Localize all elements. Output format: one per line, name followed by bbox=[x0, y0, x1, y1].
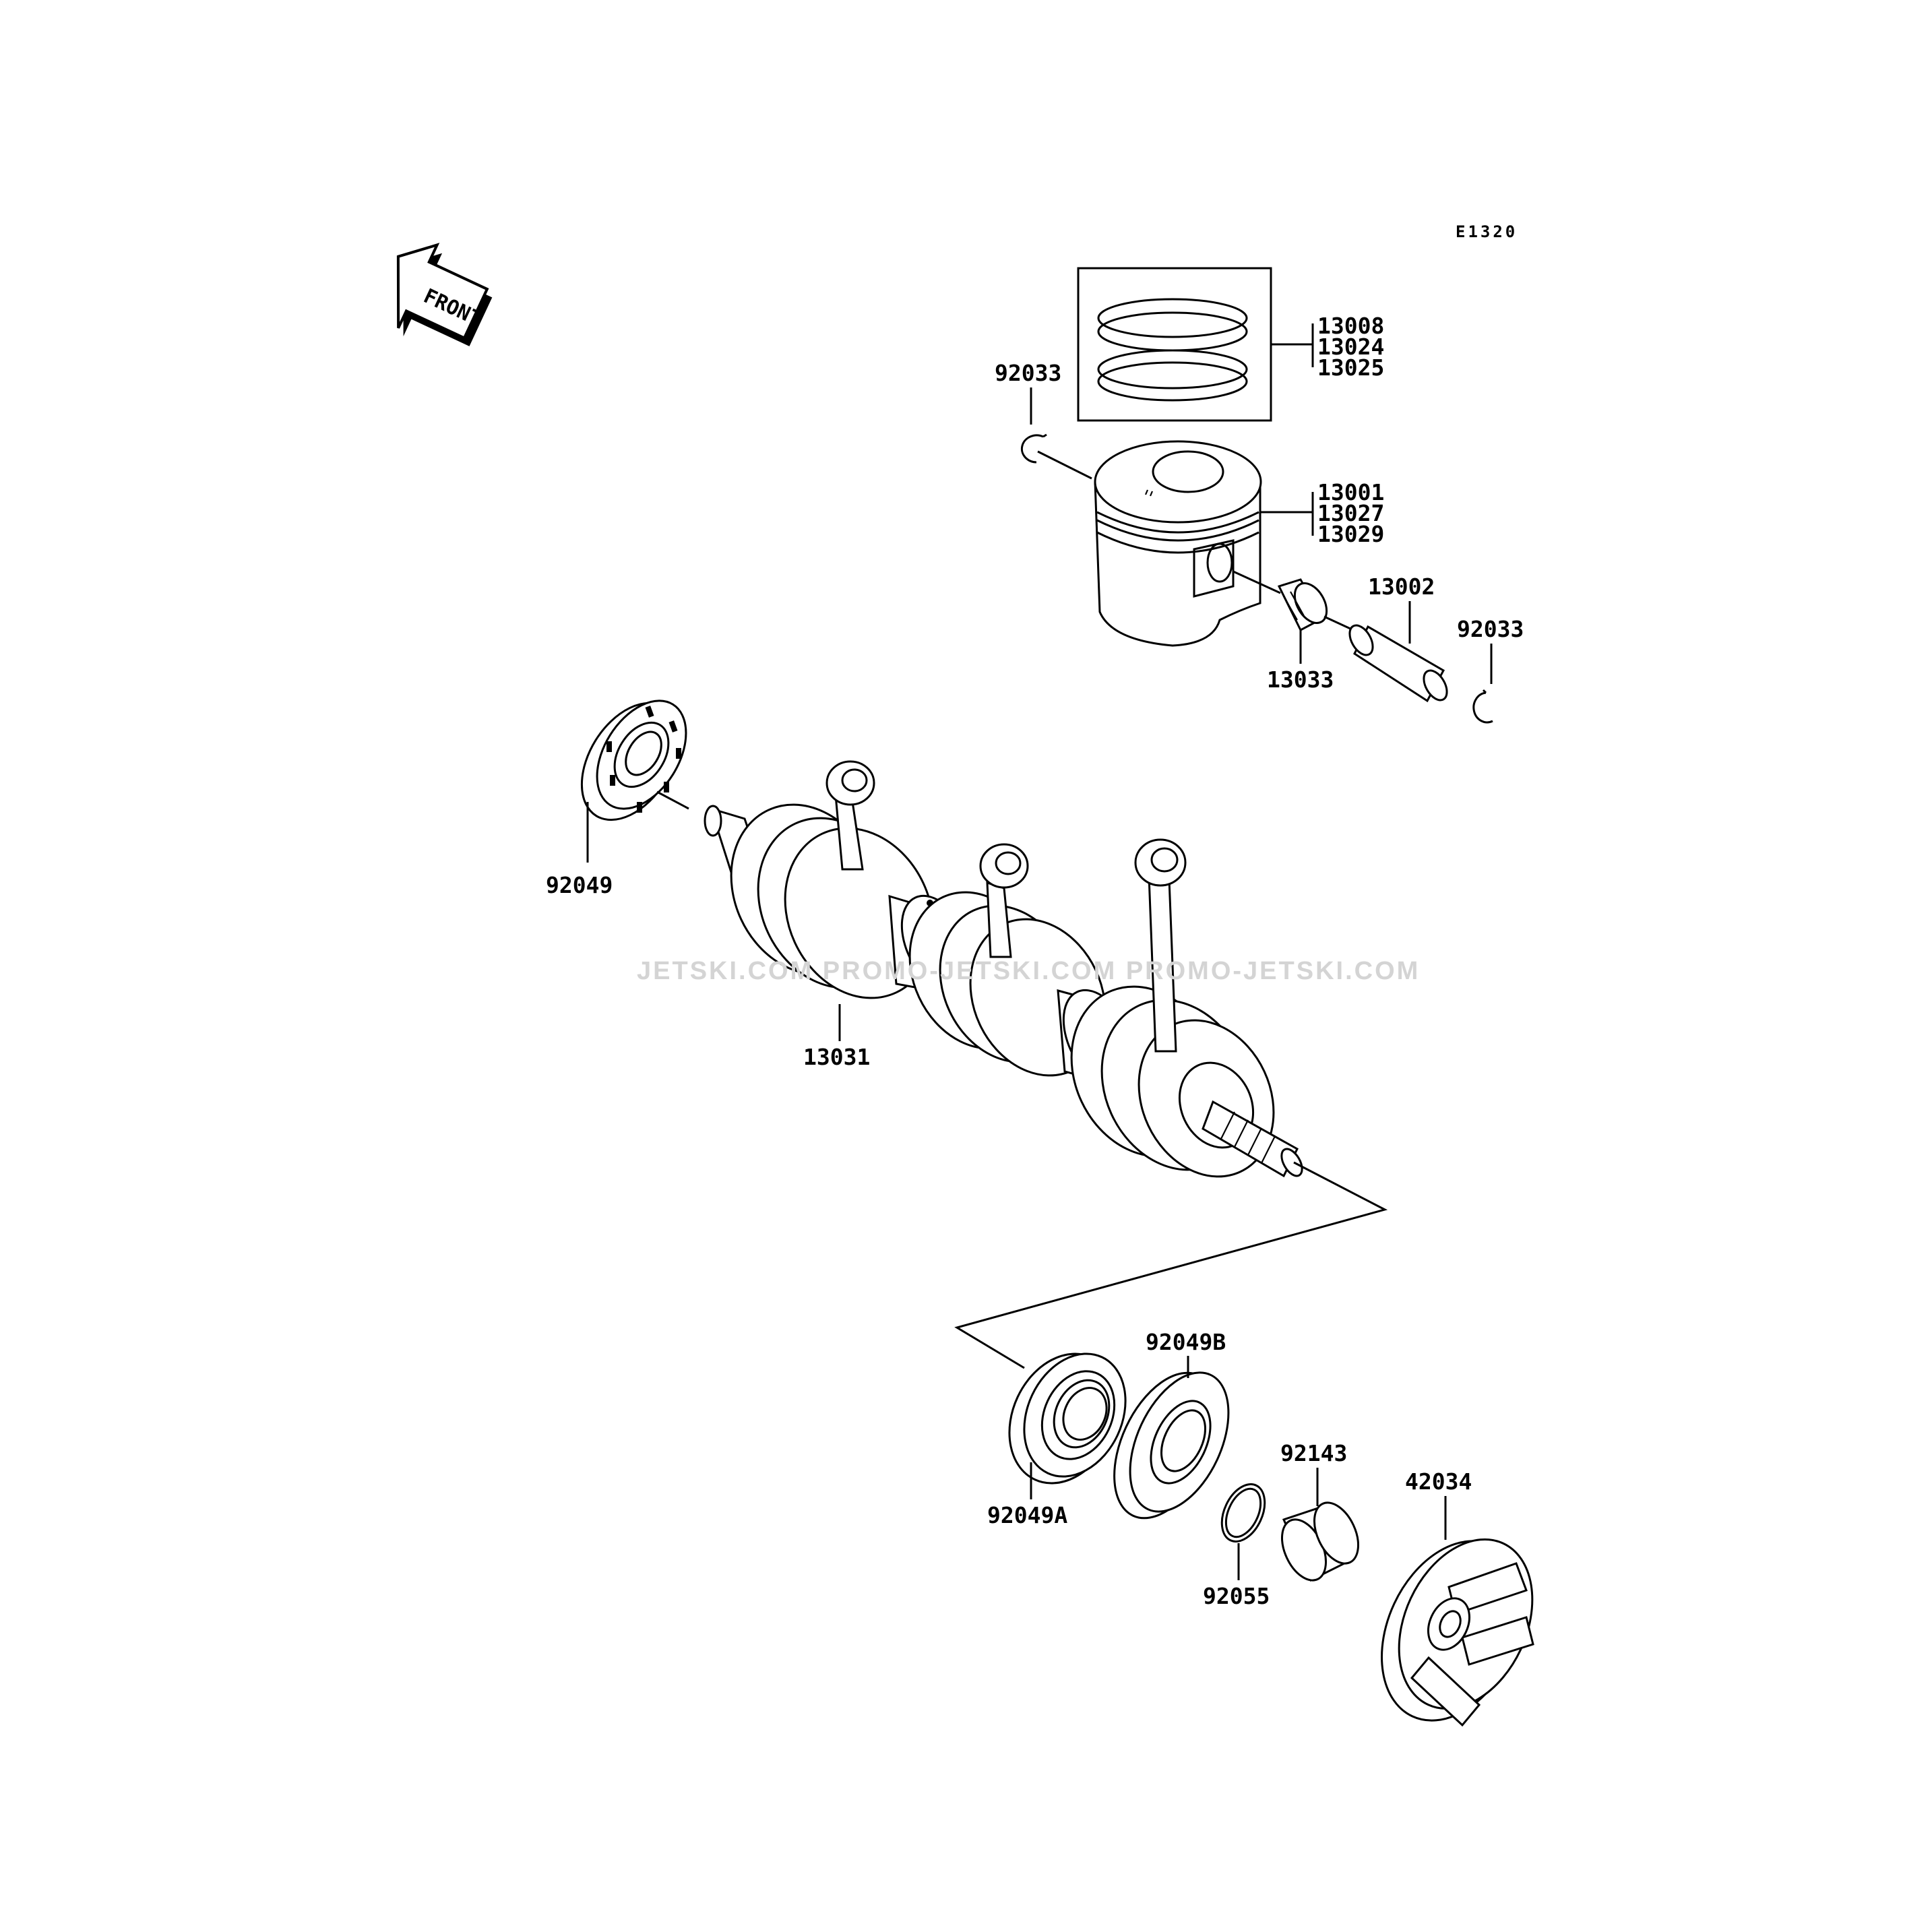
coupling-42034 bbox=[1381, 1538, 1534, 1727]
needle-bearing bbox=[1277, 578, 1328, 632]
oil-seal-92049a bbox=[1008, 1352, 1127, 1485]
part-label-42034: 42034 bbox=[1405, 1468, 1472, 1495]
crankshaft bbox=[704, 760, 1303, 1178]
part-label-13027: 13027 bbox=[1317, 500, 1384, 526]
part-label-92049a: 92049A bbox=[987, 1502, 1067, 1528]
part-label-13008: 13008 bbox=[1317, 313, 1384, 339]
part-label-92055: 92055 bbox=[1203, 1583, 1270, 1609]
piston bbox=[1094, 440, 1262, 647]
bearing-92049b bbox=[1113, 1371, 1230, 1520]
watermark: JETSKI.COM PROMO-JETSKI.COM PROMO-JETSKI… bbox=[637, 957, 1420, 985]
collar-92143 bbox=[1281, 1501, 1359, 1582]
circlip-left bbox=[1020, 433, 1047, 464]
part-label-13001: 13001 bbox=[1317, 479, 1384, 505]
o-ring-92055 bbox=[1220, 1483, 1266, 1543]
part-label-13002: 13002 bbox=[1368, 573, 1435, 600]
part-label-13025: 13025 bbox=[1317, 354, 1384, 381]
part-label-13033: 13033 bbox=[1267, 666, 1334, 693]
diagram-code: E1320 bbox=[1456, 222, 1518, 241]
front-arrow-icon: FRONT bbox=[396, 243, 493, 346]
piston-pin bbox=[1348, 624, 1448, 703]
part-label-92033-right: 92033 bbox=[1457, 616, 1524, 642]
part-label-92049: 92049 bbox=[546, 872, 613, 898]
oil-seal-left bbox=[580, 699, 687, 821]
piston-rings bbox=[1077, 267, 1272, 422]
part-label-13031: 13031 bbox=[803, 1044, 870, 1070]
part-label-13024: 13024 bbox=[1317, 334, 1384, 360]
part-label-92049b: 92049B bbox=[1146, 1329, 1226, 1355]
part-label-92033-top: 92033 bbox=[995, 360, 1061, 386]
part-label-13029: 13029 bbox=[1317, 521, 1384, 547]
circlip-right bbox=[1472, 689, 1493, 724]
part-label-92143: 92143 bbox=[1280, 1440, 1347, 1466]
